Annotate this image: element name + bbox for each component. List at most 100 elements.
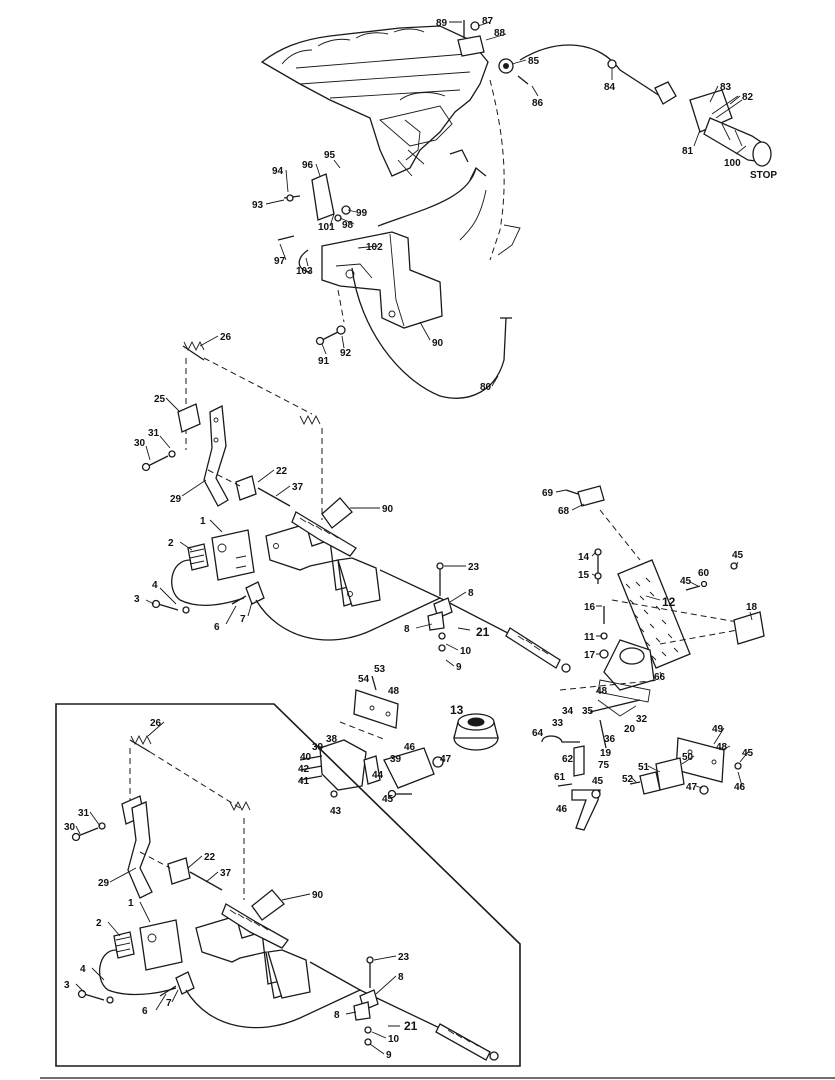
bolt-14-15 [594,548,602,584]
callout: 1 [200,516,206,527]
callout: 93 [252,200,264,211]
callout: 95 [324,150,336,161]
solenoid-50 [629,757,742,795]
callout: 69 [542,488,554,499]
plate-48-mid [353,675,399,729]
callout: 39 [390,754,402,765]
lever-29 [203,404,229,507]
switch-2 [187,543,209,571]
bracket-68 [565,485,605,507]
switch-assembly-38 [299,739,444,799]
callout: 8 [404,624,410,635]
callout: 84 [604,82,616,93]
callout: 66 [654,672,666,683]
callout: 2 [168,538,174,549]
wire-harness [171,559,245,606]
mount-arrow [377,149,487,241]
pedal-12 [603,559,691,691]
callout: 46 [404,742,416,753]
callout: 90 [382,504,394,515]
callout: 82 [742,92,754,103]
main-bracket-mid [265,497,381,607]
callout: 9 [456,662,462,673]
callout-labels: 89 87 88 85 86 84 83 82 81 100 STOP 94 9… [64,16,777,1061]
lever-46-pedal [557,745,601,831]
link-32-35 [597,699,637,717]
callout: 7 [240,614,246,625]
clamp-8-mid [427,562,453,652]
callout: 50 [682,752,694,763]
clamp-7 [231,581,265,605]
cable-21-a [379,569,441,599]
callout: 10 [388,1034,400,1045]
inset-frame [55,703,521,1067]
callout: 3 [134,594,140,605]
callout: 14 [578,552,590,563]
callout: 10 [460,646,472,657]
cable-80 [351,267,507,399]
callout: 15 [578,570,590,581]
parts-16-11-17 [599,606,609,659]
dash-38 [339,721,387,741]
callout: 8 [468,588,474,599]
callout: 38 [326,734,338,745]
plate-1 [211,529,255,581]
callout: 23 [468,562,480,573]
callout: 6 [142,1006,148,1017]
callout: 90 [312,890,324,901]
cable-route-dashed [489,79,505,261]
callout: 23 [398,952,410,963]
callout: 2 [96,918,102,929]
callout: 21 [404,1019,418,1033]
callout: 3 [64,980,70,991]
callout: 45 [742,748,754,759]
callout: 45 [732,550,744,561]
callout: 45 [592,776,604,787]
callout: 44 [372,770,384,781]
callout: 34 [562,706,574,717]
spring-26 [182,340,205,361]
callout: 60 [698,568,710,579]
callout: 80 [480,382,492,393]
callout: 30 [64,822,76,833]
callout: 11 [584,632,595,643]
callout: 42 [298,764,310,775]
top-clip [457,20,529,85]
dome-13 [453,713,499,751]
callout: 48 [388,686,400,697]
callout: 36 [604,734,616,745]
bracket-25 [177,403,201,433]
bolt-91 [315,325,346,346]
upper-bracket-90 [321,231,443,329]
callout: 46 [734,782,746,793]
plate-48-pedal [597,679,651,703]
callout: 54 [358,674,370,685]
callout: 1 [128,898,134,909]
callout: 16 [584,602,596,613]
callout: 83 [720,82,732,93]
callout: 46 [556,804,568,815]
callout: 91 [318,356,330,367]
leader-lines [75,21,753,1055]
dash-48 [559,679,661,691]
callout: 17 [584,650,596,661]
bolt-3-4 [151,599,190,614]
callout: 97 [274,256,286,267]
callout: 25 [154,394,166,405]
clip-22 [235,475,291,507]
callout: 53 [374,664,386,675]
inset-group [71,734,499,1061]
rod-20 [589,699,641,713]
callout: 89 [436,18,448,29]
callout: 4 [80,964,86,975]
engine-block [260,25,489,177]
callout: 81 [682,146,694,157]
callout: 33 [552,718,564,729]
rod-19 [599,719,607,749]
dash-68 [599,509,641,561]
cable-21-end [505,627,571,673]
callout: 45 [680,576,692,587]
callout: 31 [148,428,160,439]
